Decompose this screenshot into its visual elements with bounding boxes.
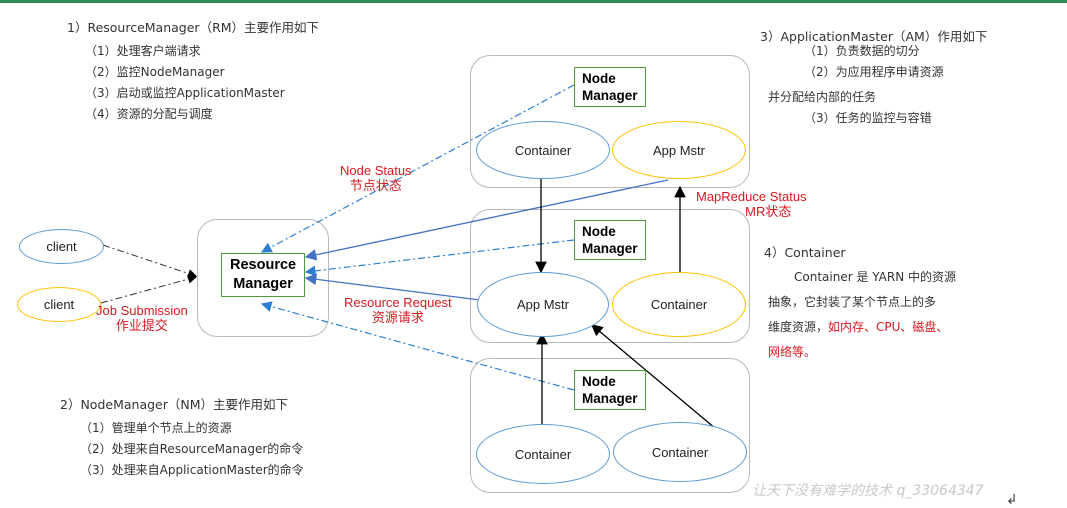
nm-item-3: （3）处理来自ApplicationMaster的命令 <box>80 463 304 477</box>
app-master-top: App Mstr <box>612 121 746 179</box>
resource-manager-box: Resource Manager <box>221 253 306 297</box>
container-line-3: 维度资源，如内存、CPU、磁盘、 <box>768 318 948 335</box>
node-status-en: Node Status <box>340 163 412 178</box>
container-highlight-1: 如内存、CPU、磁盘、 <box>828 320 949 334</box>
am-item-3: （3）任务的监控与容错 <box>804 111 932 125</box>
client-2: client <box>17 287 101 322</box>
app-master-middle: App Mstr <box>477 272 609 337</box>
am-item-2-cont: 并分配给内部的任务 <box>768 90 877 104</box>
node-status-line-bottom <box>260 301 575 391</box>
return-mark: ↲ <box>1006 492 1018 508</box>
resource-request-cn: 资源请求 <box>371 310 424 325</box>
client2-to-rm-line <box>100 274 197 304</box>
container-br-to-appmstr-arrow <box>591 324 723 435</box>
rm-item-4: （4）资源的分配与调度 <box>85 107 213 121</box>
mr-status-label: MapReduce Status MR状态 <box>696 189 807 219</box>
am-item-1: （1）负责数据的切分 <box>804 44 920 58</box>
rm-item-3: （3）启动或监控ApplicationMaster <box>85 86 285 100</box>
container-bottom-right: Container <box>613 422 747 482</box>
nm-section-title: 2）NodeManager（NM）主要作用如下 <box>60 397 289 412</box>
container-line-2: 抽象，它封装了某个节点上的多 <box>768 295 937 309</box>
rm-item-2: （2）监控NodeManager <box>85 65 225 79</box>
container-line-4: 网络等。 <box>768 345 817 359</box>
container-middle: Container <box>612 272 746 337</box>
node-manager-top: Node Manager <box>574 67 646 107</box>
client-1: client <box>19 229 104 264</box>
nm-item-1: （1）管理单个节点上的资源 <box>80 421 232 435</box>
mr-status-en: MapReduce Status <box>696 189 807 204</box>
rm-section-title: 1）ResourceManager（RM）主要作用如下 <box>67 20 320 35</box>
container-top: Container <box>476 121 610 179</box>
top-accent-bar <box>0 0 1067 3</box>
mr-status-line <box>304 179 669 261</box>
node-status-line-top <box>260 84 575 253</box>
node-status-label: Node Status 节点状态 <box>340 163 412 193</box>
rm-item-1: （1）处理客户端请求 <box>85 44 201 58</box>
node-status-line-middle <box>304 239 575 277</box>
node-status-cn: 节点状态 <box>349 178 402 193</box>
client1-to-rm-line <box>102 244 197 278</box>
resource-request-en: Resource Request <box>344 295 452 310</box>
job-submission-en: Job Submission <box>96 303 188 318</box>
nm-item-2: （2）处理来自ResourceManager的命令 <box>80 442 304 456</box>
job-submission-label: Job Submission 作业提交 <box>96 303 188 333</box>
mr-status-cn: MR状态 <box>745 204 792 219</box>
container-bottom-left: Container <box>476 424 610 484</box>
container-line-1: Container 是 YARN 中的资源 <box>794 270 957 284</box>
am-section-title: 3）ApplicationMaster（AM）作用如下 <box>760 29 988 44</box>
job-submission-cn: 作业提交 <box>115 318 168 333</box>
resource-request-line <box>304 273 481 301</box>
watermark-text: 让天下没有难学的技术 q_33064347 <box>752 483 984 499</box>
node-manager-bottom: Node Manager <box>574 370 646 410</box>
node-manager-middle: Node Manager <box>574 220 646 260</box>
container-section-title: 4）Container <box>764 245 846 260</box>
resource-request-label: Resource Request 资源请求 <box>344 295 452 325</box>
am-item-2: （2）为应用程序申请资源 <box>804 65 944 79</box>
container-line-3-text: 维度资源， <box>768 320 829 334</box>
